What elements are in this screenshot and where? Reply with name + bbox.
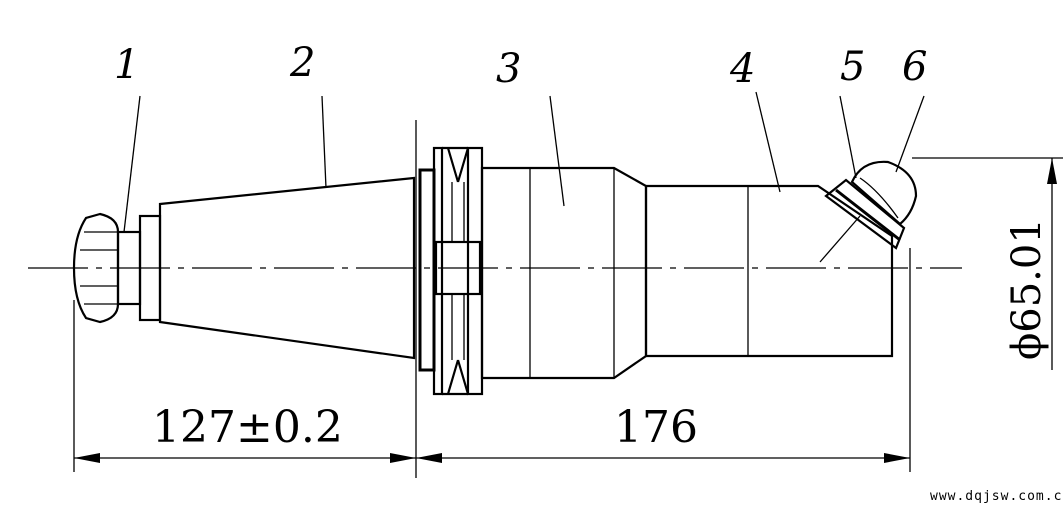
tool-body [480,166,648,380]
watermark: www.dqjsw.com.cn [930,489,1063,504]
label-part-1: 1 [114,42,139,88]
extension-body [644,184,894,358]
dimension-diameter: ϕ65.01 [1004,218,1050,360]
leader-lines [123,91,925,263]
diameter-dimension: ϕ65.01 [912,157,1063,370]
dimension-176: 176 [614,402,698,453]
label-part-4: 4 [729,46,755,92]
taper-shank [158,176,416,360]
part-labels: 1 2 3 4 5 6 [114,40,927,92]
dimension-127: 127±0.2 [152,402,343,453]
length-dimensions: 127±0.2 176 [73,120,911,478]
label-part-6: 6 [902,44,927,90]
flange [418,146,484,396]
label-part-3: 3 [496,46,521,92]
label-part-5: 5 [840,44,865,90]
label-part-2: 2 [289,40,315,86]
cutter-head [824,160,918,250]
